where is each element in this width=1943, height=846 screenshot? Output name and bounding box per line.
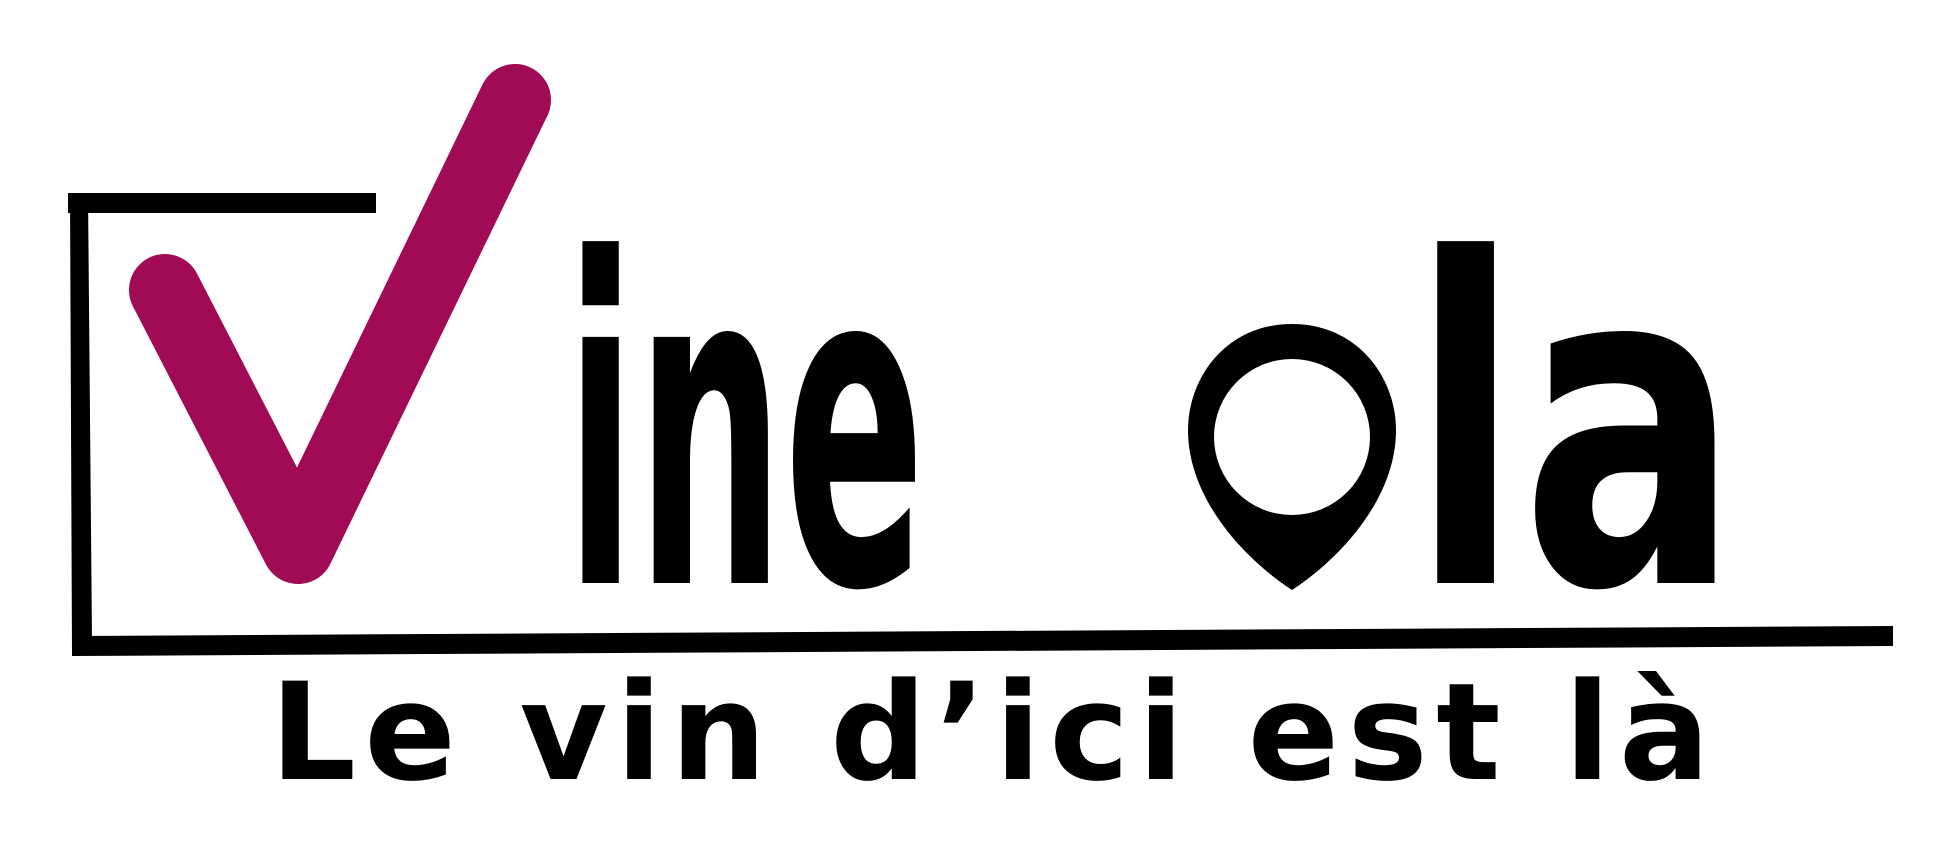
pin-hole <box>1214 359 1370 515</box>
checkmark-icon <box>129 64 551 584</box>
checkmark-stroke <box>129 64 551 584</box>
location-pin-icon <box>1188 324 1396 590</box>
frame-top-bar <box>68 193 376 213</box>
tagline: Le vin d’ici est là <box>270 654 1710 811</box>
frame-bottom-bar <box>72 626 1893 656</box>
frame-lines <box>68 193 1893 656</box>
frame-left-bar <box>70 193 92 655</box>
brand-word-ine: ine <box>565 166 925 690</box>
brand-word-la: la <box>1410 166 1740 690</box>
